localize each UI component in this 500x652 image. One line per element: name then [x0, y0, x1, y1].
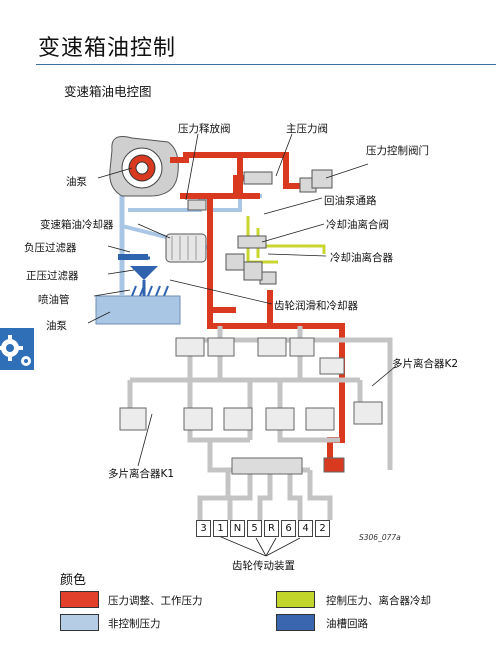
legend-swatch-sump-return: [276, 614, 315, 631]
gear-emblem-icon: [0, 328, 34, 370]
filter-assembly: [118, 254, 169, 297]
oil-sump: [95, 295, 181, 325]
label-oil-pump-bottom: 油泵: [46, 320, 67, 332]
legend-label-working-pressure: 压力调整、工作压力: [108, 595, 203, 607]
legend-swatch-working-pressure: [60, 591, 99, 608]
label-cooling-oil-clutch-valve: 冷却油离合阀: [326, 219, 389, 231]
page-title: 变速箱油控制: [38, 36, 177, 61]
label-pressure-filter: 正压过滤器: [26, 270, 79, 282]
label-pressure-relief-valve: 压力释放阀: [178, 123, 231, 135]
valve-blocks: [187, 169, 333, 285]
hydraulic-network: [127, 326, 393, 520]
legend-title: 颜色: [60, 573, 87, 588]
label-oil-pump-top: 油泵: [66, 176, 87, 188]
legend-swatch-control-pressure: [276, 591, 315, 608]
gear-position-box: 2: [315, 520, 330, 537]
legend-swatch-uncontrolled-pressure: [60, 614, 99, 631]
figure-code: S306_077a: [359, 533, 401, 542]
label-gear-lube-cooler: 齿轮润滑和冷却器: [274, 300, 358, 312]
label-multi-plate-clutch-k2: 多片离合器K2: [392, 358, 459, 370]
label-gear-actuators: 齿轮传动装置: [232, 560, 295, 572]
label-return-pump-passage: 回油泵通路: [324, 195, 377, 207]
label-cooling-oil-clutch: 冷却油离合器: [330, 252, 393, 264]
label-main-pressure-valve: 主压力阀: [286, 123, 328, 135]
gear-position-box: 4: [298, 520, 313, 537]
title-divider: [36, 64, 496, 65]
gear-position-box: 5: [247, 520, 262, 537]
legend-label-control-pressure: 控制压力、离合器冷却: [326, 595, 431, 607]
suction-line: [119, 178, 131, 296]
label-gearbox-oil-cooler: 变速箱油冷却器: [40, 219, 114, 231]
gear-position-box: N: [230, 520, 245, 537]
gear-position-box: 3: [196, 520, 211, 537]
gear-position-box: 1: [213, 520, 228, 537]
label-multi-plate-clutch-k1: 多片离合器K1: [108, 468, 175, 480]
legend-label-uncontrolled-pressure: 非控制压力: [108, 618, 161, 630]
label-suction-filter: 负压过滤器: [24, 242, 77, 254]
leader-lines: [87, 133, 397, 557]
page-subtitle: 变速箱油电控图: [64, 84, 152, 99]
clutch-valve-boxes: [119, 337, 383, 475]
label-pressure-control-valve: 压力控制阀门: [366, 145, 429, 157]
gear-position-box: R: [264, 520, 279, 537]
gear-position-box: 6: [281, 520, 296, 537]
oil-pump: [109, 136, 179, 197]
legend-label-sump-return: 油槽回路: [326, 618, 368, 630]
oil-cooler: [165, 233, 207, 263]
label-spray-pipe: 喷油管: [38, 294, 70, 306]
